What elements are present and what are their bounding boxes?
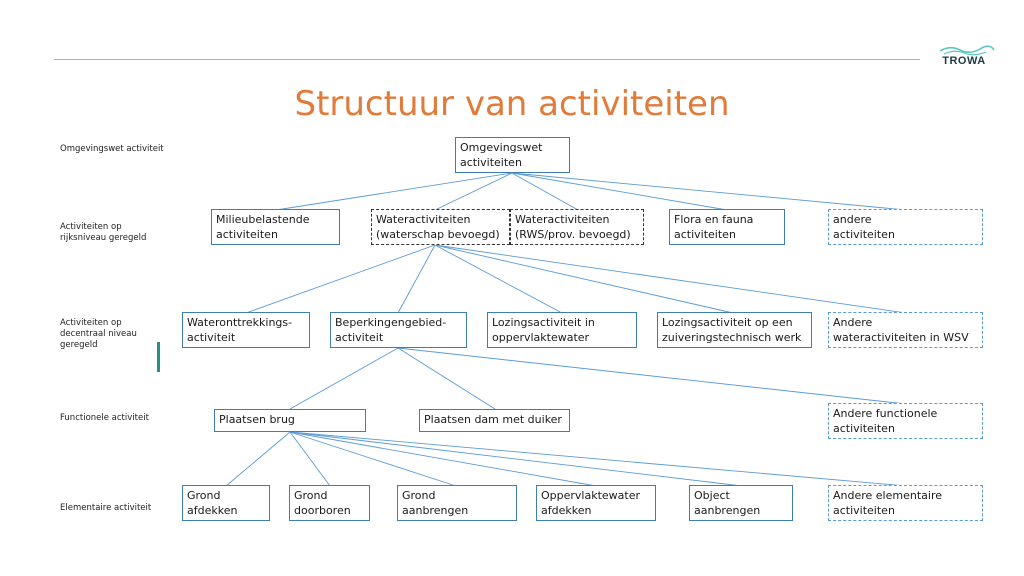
box-wateractiviteiten-rws: Wateractiviteiten (RWS/prov. bevoegd) <box>510 209 644 245</box>
wave-icon <box>939 45 995 56</box>
box-text: Wateractiviteiten <box>376 213 471 226</box>
box-beperkingengebied: Beperkingengebied- activiteit <box>330 312 467 348</box>
box-text: activiteiten <box>833 504 895 517</box>
box-text: aanbrengen <box>694 504 761 517</box>
box-text: activiteiten <box>216 228 278 241</box>
box-text: activiteit <box>335 331 384 344</box>
box-object-aanbrengen: Object aanbrengen <box>689 485 793 521</box>
box-text: Wateractiviteiten <box>515 213 610 226</box>
box-text: Plaatsen brug <box>219 413 295 426</box>
connector <box>289 347 399 410</box>
box-text: Omgevingswet <box>460 141 543 154</box>
box-text: Milieubelastende <box>216 213 310 226</box>
level-label-line: Functionele activiteit <box>60 413 149 423</box>
box-lozing-zuivering: Lozingsactiviteit op een zuiveringstechn… <box>657 312 812 348</box>
box-text: aanbrengen <box>402 504 469 517</box>
box-text: activiteiten <box>674 228 736 241</box>
connector <box>245 244 436 314</box>
box-text: Lozingsactiviteit op een <box>662 316 793 329</box>
level-label-3: Activiteiten op decentraal niveau gerege… <box>60 318 137 351</box>
box-text: (waterschap bevoegd) <box>376 228 500 241</box>
box-grond-aanbrengen: Grond aanbrengen <box>397 485 517 521</box>
box-text: Beperkingengebied- <box>335 316 447 329</box>
connector <box>397 244 436 314</box>
box-text: Grond <box>187 489 221 502</box>
level-label-line: decentraal niveau <box>60 329 137 339</box>
connector <box>275 172 513 211</box>
box-text: Andere functionele <box>833 407 938 420</box>
box-text: Oppervlaktewater <box>541 489 641 502</box>
connector <box>511 172 907 211</box>
box-text: Flora en fauna <box>674 213 754 226</box>
connector <box>225 431 291 487</box>
trowa-logo: TROWA <box>936 44 996 70</box>
box-text: Andere elementaire <box>833 489 942 502</box>
box-text: oppervlaktewater <box>492 331 590 344</box>
level-label-line: geregeld <box>60 340 98 350</box>
box-oppervlaktewater-afdekken: Oppervlaktewater afdekken <box>536 485 656 521</box>
connector <box>397 347 496 410</box>
connector <box>434 244 563 314</box>
page-title: Structuur van activiteiten <box>294 84 730 124</box>
box-text: afdekken <box>187 504 238 517</box>
connector <box>434 172 513 211</box>
level-label-line: Elementaire activiteit <box>60 503 152 513</box>
level-label-5: Elementaire activiteit <box>60 503 151 514</box>
box-text: doorboren <box>294 504 351 517</box>
box-wateronttrekkings: Wateronttrekkings- activiteit <box>182 312 310 348</box>
connector <box>289 431 457 487</box>
box-omgevingswet-activiteiten: Omgevingswet activiteiten <box>455 137 570 173</box>
level-label-4: Functionele activiteit <box>60 413 149 424</box>
box-plaatsen-brug: Plaatsen brug <box>214 409 366 432</box>
box-text: Andere <box>833 316 873 329</box>
box-text: activiteit <box>187 331 236 344</box>
box-flora-fauna: Flora en fauna activiteiten <box>669 209 785 245</box>
box-text: Wateronttrekkings- <box>187 316 293 329</box>
box-lozing-oppervlaktewater: Lozingsactiviteit in oppervlaktewater <box>487 312 637 348</box>
box-text: activiteiten <box>460 156 522 169</box>
level-label-2: Activiteiten op rijksniveau geregeld <box>60 222 146 244</box>
box-plaatsen-dam: Plaatsen dam met duiker <box>419 409 570 432</box>
box-text: zuiveringstechnisch werk <box>662 331 802 344</box>
box-text: Grond <box>294 489 328 502</box>
connector <box>511 172 728 211</box>
connector <box>289 431 331 487</box>
level-label-line: rijksniveau geregeld <box>60 233 147 243</box>
box-text: andere <box>833 213 872 226</box>
box-grond-doorboren: Grond doorboren <box>289 485 370 521</box>
box-text: Plaatsen dam met duiker <box>424 413 562 426</box>
box-andere-activiteiten: andere activiteiten <box>828 209 983 245</box>
box-andere-functionele: Andere functionele activiteiten <box>828 403 983 439</box>
box-andere-elementaire: Andere elementaire activiteiten <box>828 485 983 521</box>
box-text: wateractiviteiten in WSV <box>833 331 969 344</box>
level-label-line: Activiteiten op <box>60 222 122 232</box>
connector <box>434 244 907 314</box>
box-text: afdekken <box>541 504 592 517</box>
box-text: Grond <box>402 489 436 502</box>
box-milieubelastende: Milieubelastende activiteiten <box>211 209 340 245</box>
box-text: (RWS/prov. bevoegd) <box>515 228 631 241</box>
connector <box>511 172 579 211</box>
box-text: activiteiten <box>833 228 895 241</box>
connector <box>289 431 743 487</box>
level-label-1: Omgevingswet activiteit <box>60 144 164 155</box>
box-text: Object <box>694 489 730 502</box>
connector <box>434 244 734 314</box>
box-andere-wateractiviteiten: Andere wateractiviteiten in WSV <box>828 312 983 348</box>
accent-bar <box>157 342 160 372</box>
connector <box>289 431 597 487</box>
level-label-line: Omgevingswet activiteit <box>60 144 164 154</box>
logo-text: TROWA <box>942 55 986 67</box>
header-divider <box>54 59 920 60</box>
box-grond-afdekken: Grond afdekken <box>182 485 270 521</box>
box-wateractiviteiten-waterschap: Wateractiviteiten (waterschap bevoegd) <box>371 209 510 245</box>
box-text: activiteiten <box>833 422 895 435</box>
box-text: Lozingsactiviteit in <box>492 316 595 329</box>
connector <box>397 347 907 405</box>
connector <box>289 431 907 487</box>
level-label-line: Activiteiten op <box>60 318 122 328</box>
